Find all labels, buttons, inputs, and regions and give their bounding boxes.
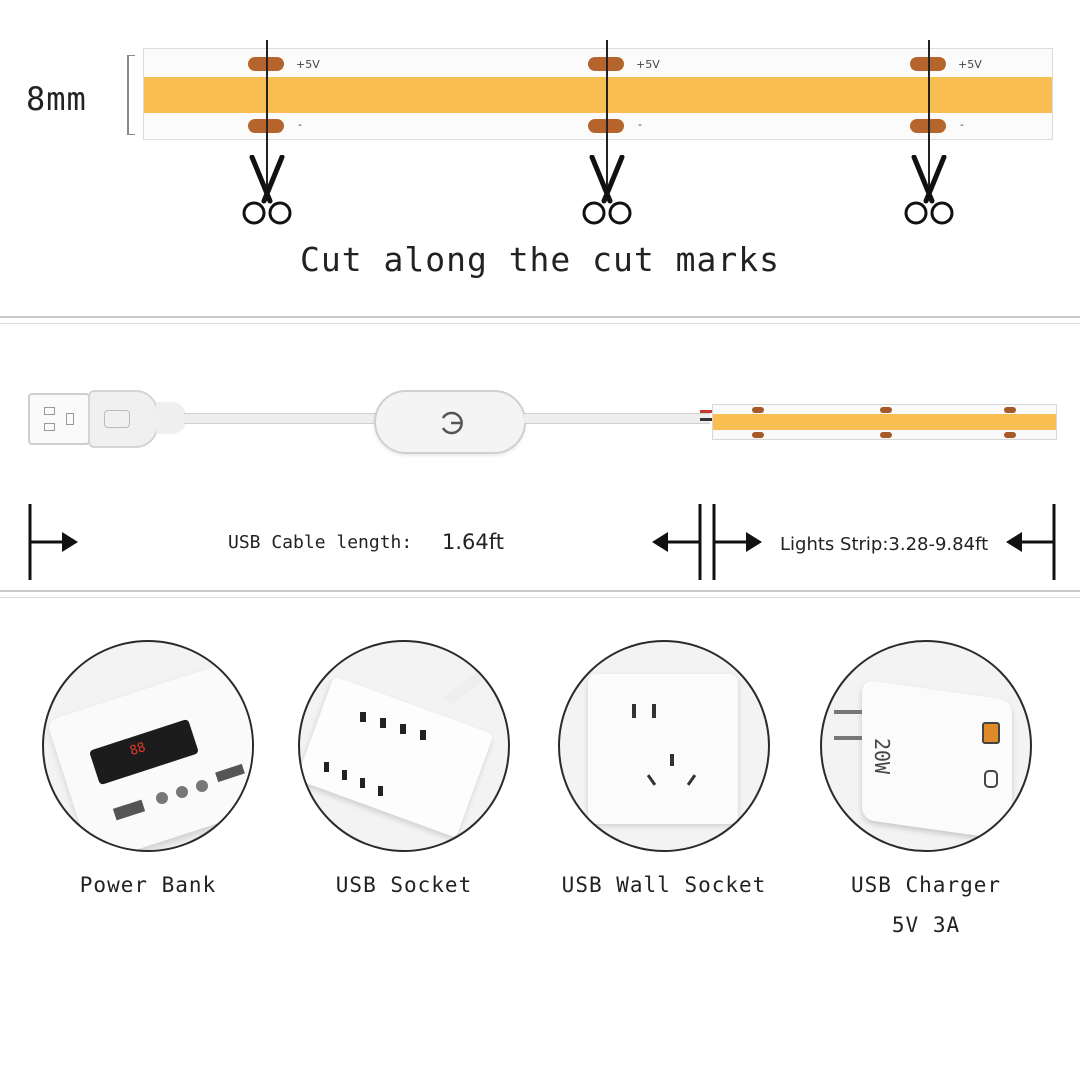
pad-plus-label: +5V <box>296 58 320 71</box>
power-source-label: USB Socket <box>335 873 473 897</box>
mini-pad <box>880 407 892 413</box>
cable-strain-relief <box>156 402 186 434</box>
width-bracket <box>127 55 135 135</box>
mini-pad <box>752 407 764 413</box>
power-switch-icon <box>441 411 463 435</box>
cut-caption: Cut along the cut marks <box>300 240 780 279</box>
power-source-spec: 5V 3A <box>891 913 961 937</box>
pad-minus-label: - <box>298 118 302 131</box>
mini-pad <box>1004 407 1016 413</box>
pad-minus-label: - <box>960 118 964 131</box>
power-source-label: USB Wall Socket <box>561 873 767 897</box>
mini-pad <box>880 432 892 438</box>
section-divider <box>0 597 1080 598</box>
power-source-label: USB Charger <box>850 873 1002 897</box>
usb-cable <box>184 413 376 424</box>
scissors-icon <box>242 155 292 225</box>
strip-cable <box>524 413 710 424</box>
arrow-icon <box>652 504 762 580</box>
pad-plus-label: +5V <box>636 58 660 71</box>
usb-charger-icon: 20W <box>820 640 1032 852</box>
power-source-label: Power Bank <box>79 873 217 897</box>
mini-cob-band <box>713 414 1056 430</box>
cable-length-label: USB Cable length: <box>228 532 413 553</box>
cut-line <box>928 40 930 190</box>
scissors-icon <box>582 155 632 225</box>
usb-connector-body <box>88 390 158 448</box>
section-divider <box>0 316 1080 318</box>
cut-line <box>606 40 608 190</box>
wall-socket-icon <box>558 640 770 852</box>
usb-plug-icon <box>28 393 90 445</box>
section-divider <box>0 590 1080 592</box>
cable-length-value: 1.64ft <box>442 530 505 554</box>
mini-pad <box>752 432 764 438</box>
pad-plus-label: +5V <box>958 58 982 71</box>
cut-line <box>266 40 268 190</box>
scissors-icon <box>904 155 954 225</box>
power-bank-icon: 88 <box>42 640 254 852</box>
strip-width-label: 8mm <box>26 80 87 118</box>
charger-wattage: 20W <box>870 737 895 775</box>
arrow-icon <box>1006 504 1056 580</box>
arrow-icon <box>28 504 78 580</box>
strip-length-label: Lights Strip:3.28-9.84ft <box>780 534 989 555</box>
mini-pad <box>1004 432 1016 438</box>
black-wire <box>700 418 714 421</box>
inline-switch <box>374 390 526 454</box>
cob-light-band <box>144 77 1052 113</box>
pad-minus-label: - <box>638 118 642 131</box>
red-wire <box>700 410 714 413</box>
section-divider <box>0 323 1080 324</box>
usb-socket-icon <box>298 640 510 852</box>
